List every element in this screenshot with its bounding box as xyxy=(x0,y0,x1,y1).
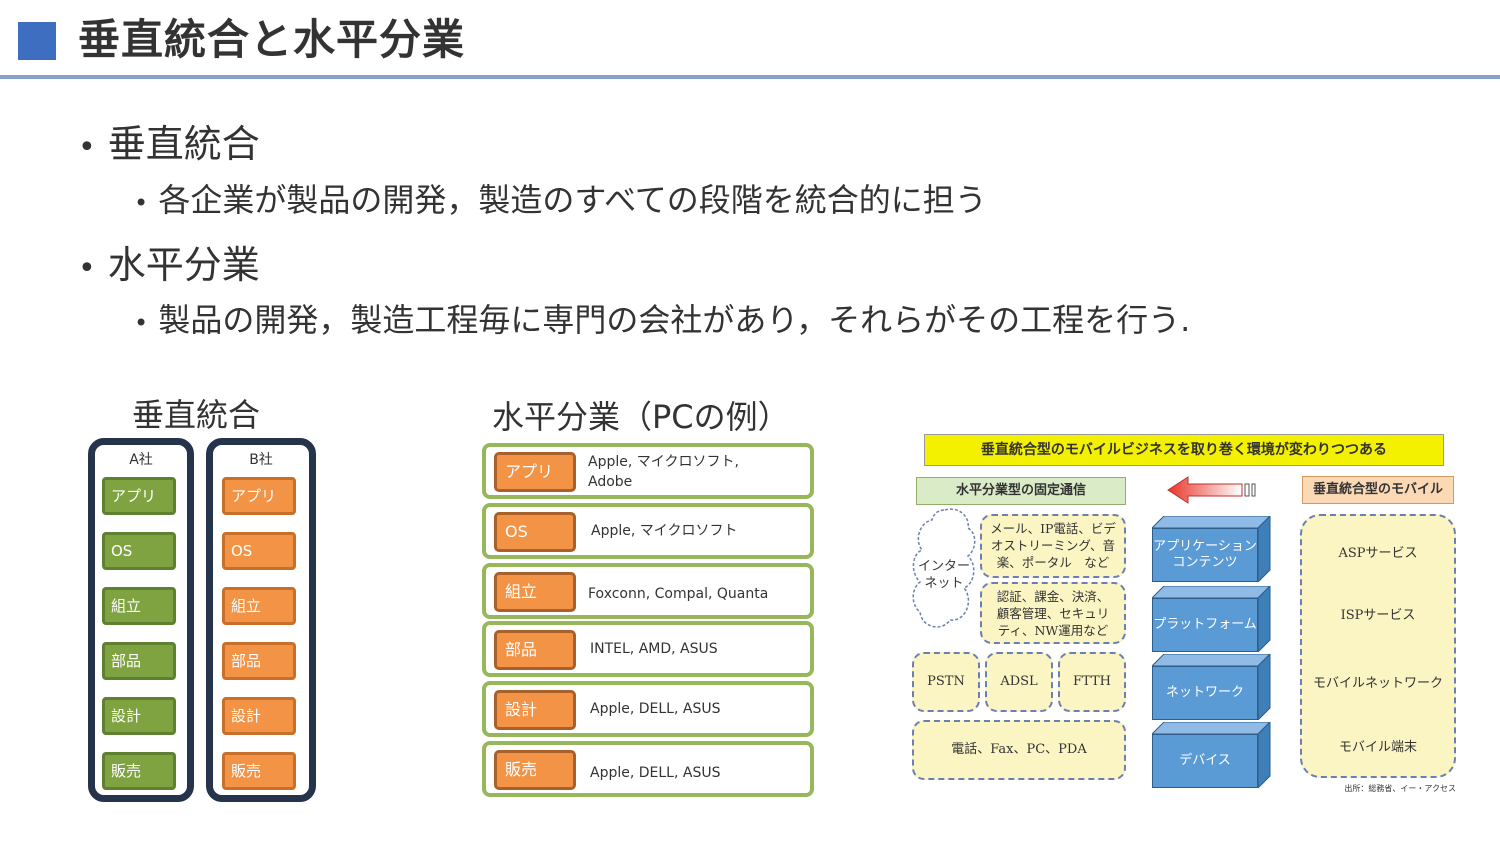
layer-box: OS xyxy=(494,512,576,552)
bullet-dot: • xyxy=(78,251,96,286)
services-text: メール、IP電話、ビデ オストリーミング、音 楽、ポータル など xyxy=(990,521,1116,570)
mobile-business-diagram: 垂直統合型のモバイルビジネスを取り巻く環境が変わりつつある 水平分業型の固定通信… xyxy=(900,430,1470,800)
layer-box: 部品 xyxy=(222,642,296,680)
company-b: B社 アプリ OS 組立 部品 設計 販売 xyxy=(206,438,316,802)
cube-icon xyxy=(1152,586,1271,652)
mobile-layer: ISPサービス xyxy=(1340,608,1416,623)
line-label: FTTH xyxy=(1073,674,1111,689)
line-box: FTTH xyxy=(1058,652,1126,712)
title-marker xyxy=(18,22,56,60)
cloud-icon xyxy=(912,508,976,628)
sub-bullet-horizontal: • 製品の開発，製造工程毎に専門の会社があり，それらがその工程を行う. xyxy=(134,300,1190,343)
cube-label: デバイス xyxy=(1152,734,1258,788)
layer-box: 販売 xyxy=(102,752,176,790)
cube-label: プラットフォーム xyxy=(1152,598,1258,652)
layer-box: 部品 xyxy=(494,630,576,670)
sub-bullet-text: 各企業が製品の開発，製造のすべての段階を統合的に担う xyxy=(158,181,987,219)
layer-box: 設計 xyxy=(102,697,176,735)
bullet-dot: • xyxy=(134,189,149,217)
layer-box: アプリ xyxy=(222,477,296,515)
line-box: ADSL xyxy=(985,652,1053,712)
cube-icon xyxy=(1152,722,1271,788)
cube-icon xyxy=(1152,654,1271,720)
layer-box: 組立 xyxy=(222,587,296,625)
bullet-horizontal: • 水平分業 xyxy=(78,243,260,291)
company-list: Foxconn, Compal, Quanta xyxy=(588,586,769,602)
horizontal-row: OS Apple, マイクロソフト xyxy=(482,503,814,559)
company-list: Apple, マイクロソフト, Adobe xyxy=(588,454,739,490)
layer-box: アプリ xyxy=(102,477,176,515)
line-label: ADSL xyxy=(1000,674,1038,689)
bullet-vertical: • 垂直統合 xyxy=(78,122,260,170)
arrow-left-icon xyxy=(1167,476,1256,504)
devices-label: 電話、Fax、PC、PDA xyxy=(951,742,1087,757)
source-note: 出所：総務省、イー・アクセス xyxy=(1344,784,1456,793)
company-list: Apple, DELL, ASUS xyxy=(590,701,721,717)
platform-services-text: 認証、課金、決済、 顧客管理、セキュリ ティ、NW運用など xyxy=(996,589,1110,638)
mobile-title: 垂直統合型のモバイル xyxy=(1302,476,1454,504)
line-box: PSTN xyxy=(912,652,980,712)
company-list: INTEL, AMD, ASUS xyxy=(590,641,718,657)
sub-bullet-text: 製品の開発，製造工程毎に専門の会社があり，それらがその工程を行う. xyxy=(158,301,1191,339)
diagram-header: 垂直統合型のモバイルビジネスを取り巻く環境が変わりつつある xyxy=(924,434,1444,466)
bullet-text: 水平分業 xyxy=(107,243,260,287)
title-divider xyxy=(0,75,1500,79)
mobile-layer: モバイル端末 xyxy=(1338,740,1417,755)
horizontal-label: 水平分業（PCの例） xyxy=(492,398,790,436)
bullet-dot: • xyxy=(78,130,96,165)
layer-box: 設計 xyxy=(494,690,576,730)
layer-box: アプリ xyxy=(494,452,576,492)
company-list: Apple, マイクロソフト xyxy=(591,523,738,539)
layer-box: OS xyxy=(222,532,296,570)
line-label: PSTN xyxy=(927,674,965,689)
horizontal-row: 組立 Foxconn, Compal, Quanta xyxy=(482,563,814,619)
services-box: メール、IP電話、ビデ オストリーミング、音 楽、ポータル など xyxy=(980,514,1126,578)
fixed-comm-title: 水平分業型の固定通信 xyxy=(916,477,1126,505)
horizontal-row: 部品 INTEL, AMD, ASUS xyxy=(482,621,814,677)
layer-box: 組立 xyxy=(102,587,176,625)
layer-box: 組立 xyxy=(494,572,576,612)
horizontal-row: 販売 Apple, DELL, ASUS xyxy=(482,741,814,797)
mobile-stack-box: ASPサービス ISPサービス モバイルネットワーク モバイル端末 xyxy=(1300,514,1456,778)
bullet-dot: • xyxy=(134,309,149,337)
company-name: A社 xyxy=(129,452,153,468)
layer-box: 販売 xyxy=(222,752,296,790)
mobile-layer: モバイルネットワーク xyxy=(1312,676,1443,691)
company-a: A社 アプリ OS 組立 部品 設計 販売 xyxy=(88,438,194,802)
platform-services-box: 認証、課金、決済、 顧客管理、セキュリ ティ、NW運用など xyxy=(980,582,1126,644)
company-name: B社 xyxy=(249,452,273,468)
horizontal-row: アプリ Apple, マイクロソフト, Adobe xyxy=(482,443,814,499)
devices-box: 電話、Fax、PC、PDA xyxy=(912,720,1126,780)
layer-box: OS xyxy=(102,532,176,570)
sub-bullet-vertical: • 各企業が製品の開発，製造のすべての段階を統合的に担う xyxy=(134,180,987,223)
cube-label: ネットワーク xyxy=(1152,666,1258,720)
cube-label: アプリケーション コンテンツ xyxy=(1152,528,1258,582)
company-list: Apple, DELL, ASUS xyxy=(590,765,721,781)
layer-box: 設計 xyxy=(222,697,296,735)
horizontal-row: 設計 Apple, DELL, ASUS xyxy=(482,681,814,737)
mobile-layer: ASPサービス xyxy=(1338,546,1418,561)
internet-label: インター ネット xyxy=(917,559,970,591)
bullet-text: 垂直統合 xyxy=(107,122,260,166)
vertical-label: 垂直統合 xyxy=(132,396,261,434)
layer-box: 販売 xyxy=(494,750,576,790)
layer-box: 部品 xyxy=(102,642,176,680)
slide-title: 垂直統合と水平分業 xyxy=(78,15,466,64)
